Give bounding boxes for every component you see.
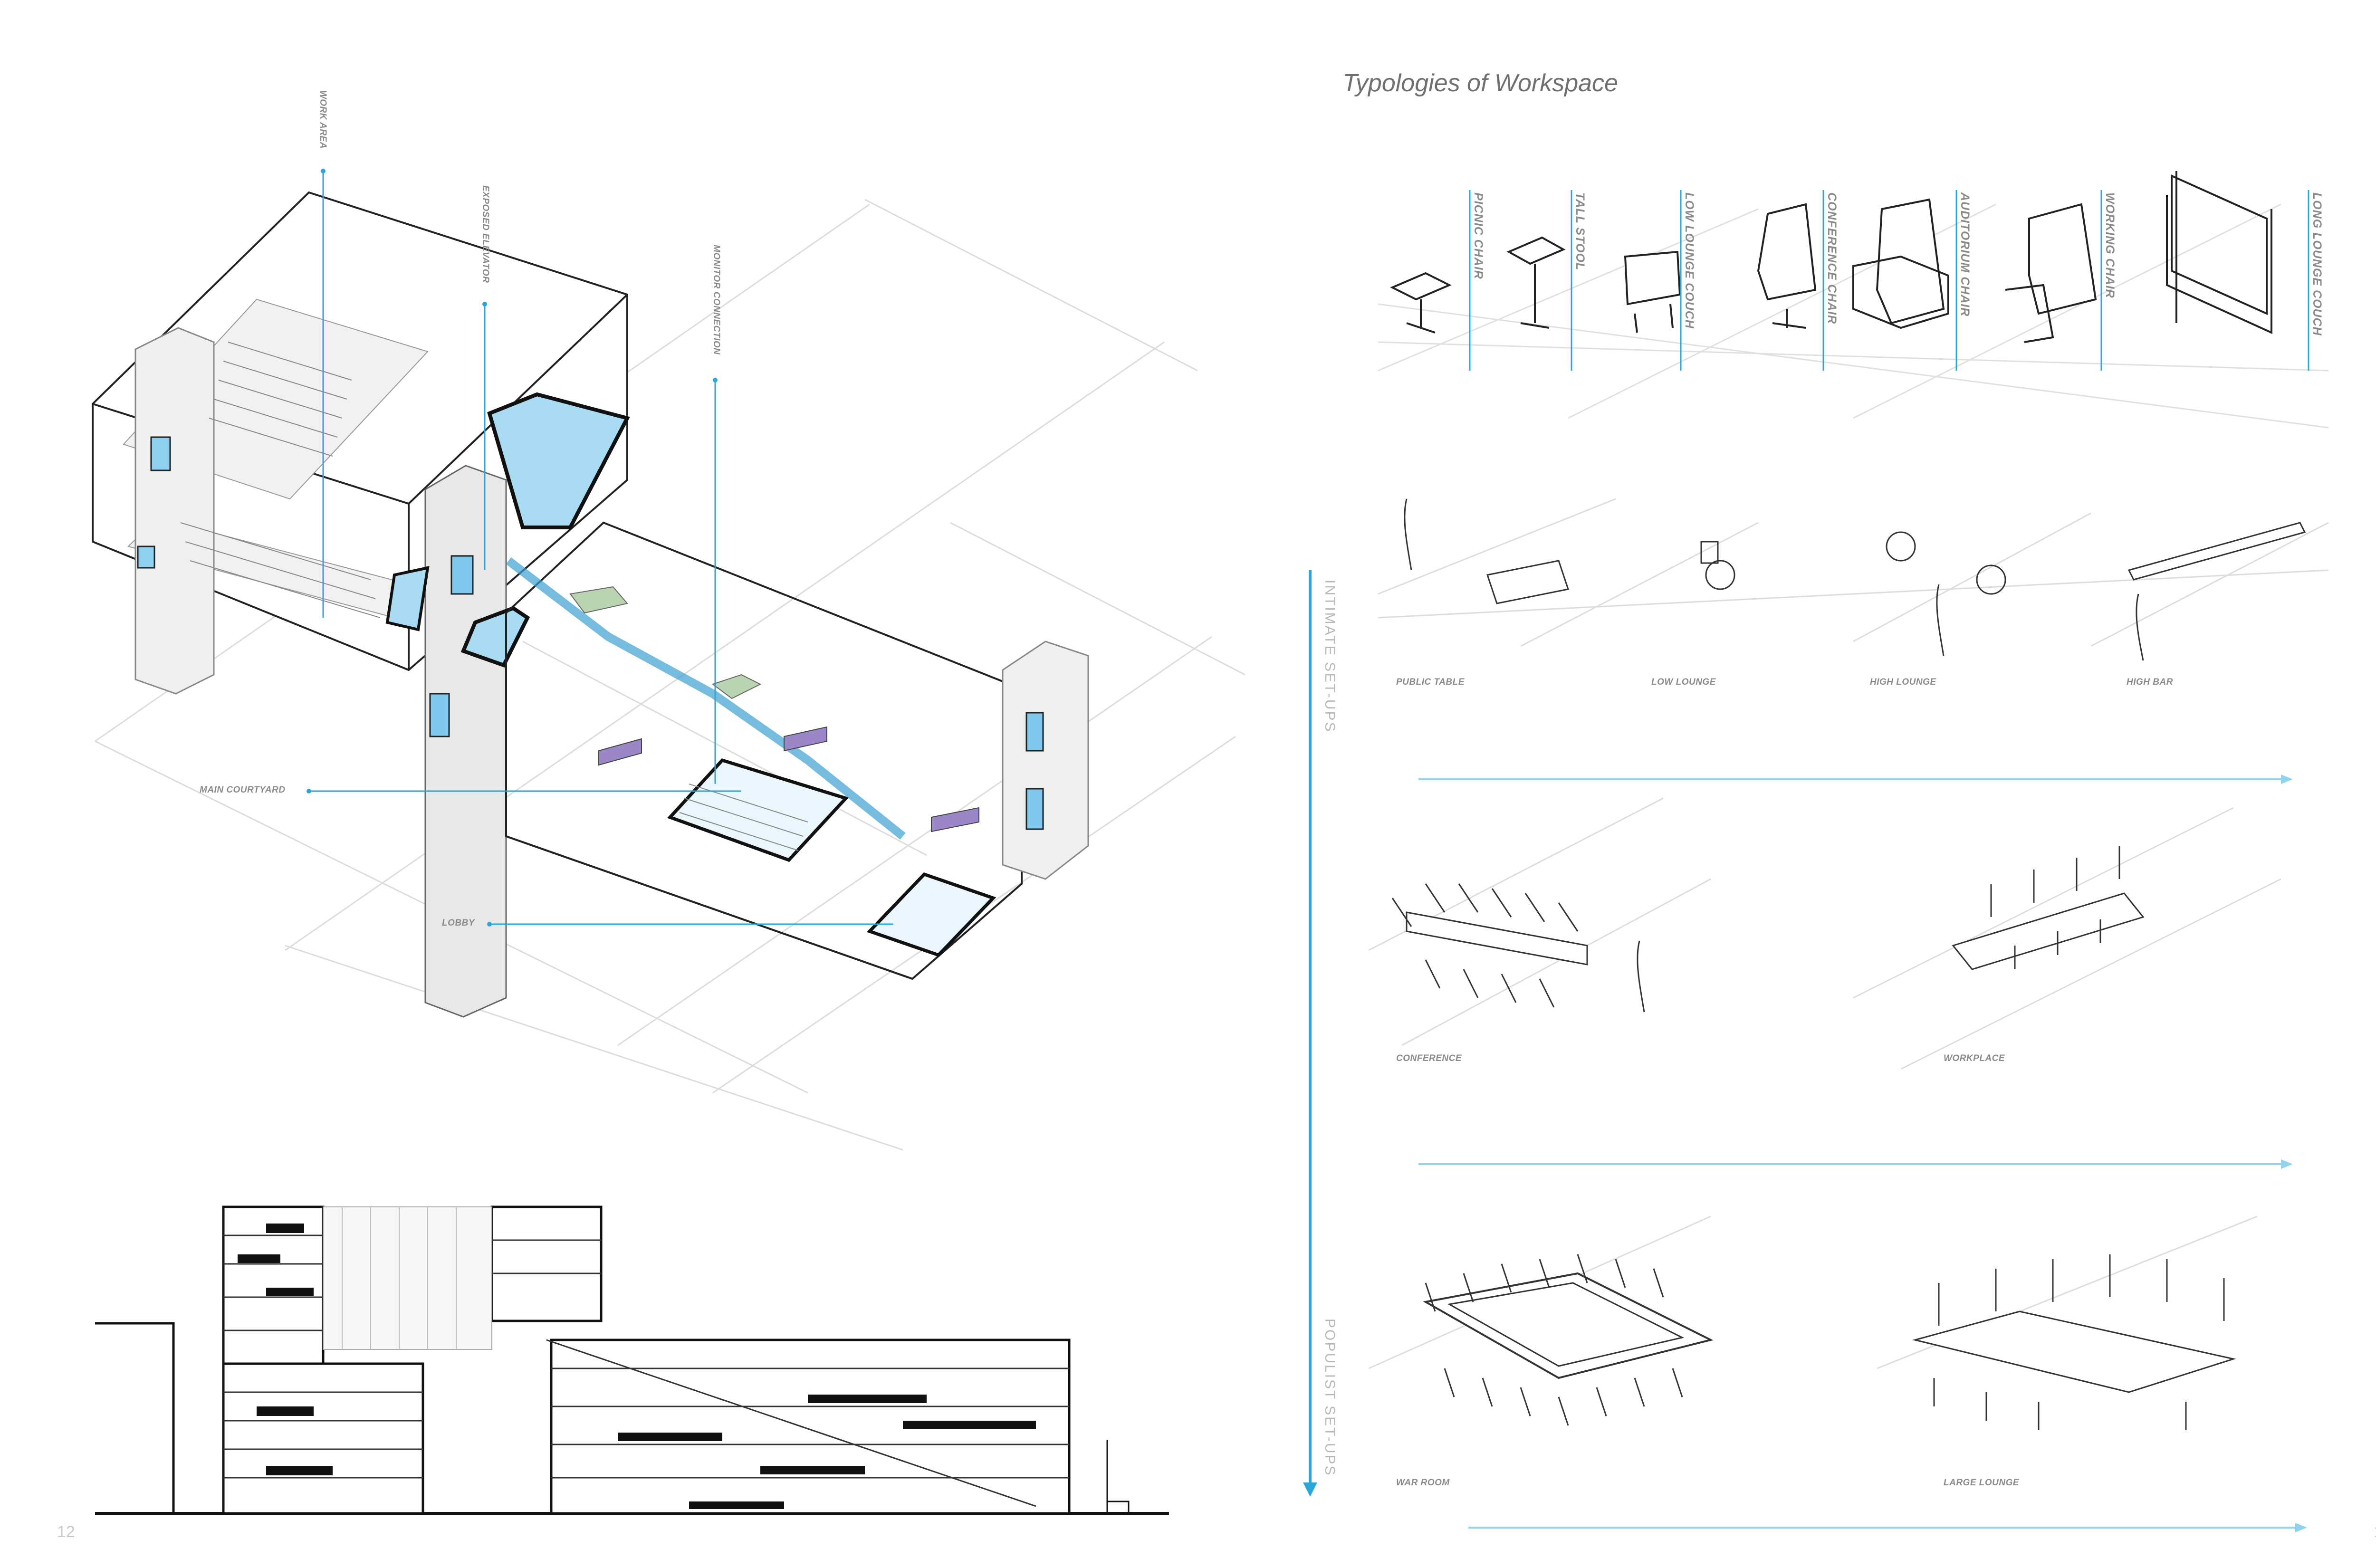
chair-label-tall-stool: TALL STOOL bbox=[1573, 192, 1587, 271]
page-number-right: 13 bbox=[2374, 1523, 2376, 1541]
setup-label-workplace: WORKPLACE bbox=[1944, 1053, 2005, 1063]
setup-axis-arrow bbox=[1303, 570, 1317, 1497]
working-chair-icon bbox=[2005, 203, 2097, 343]
page-number-left: 12 bbox=[57, 1523, 75, 1541]
conference-chair-icon bbox=[1757, 203, 1817, 329]
setup-label-high-bar: HIGH BAR bbox=[2127, 677, 2173, 687]
chair-label-picnic: PICNIC CHAIR bbox=[1472, 192, 1485, 279]
building-section bbox=[95, 1205, 1169, 1515]
label-monitor-connection: MONITOR CONNECTION bbox=[711, 245, 721, 355]
long-lounge-couch-icon bbox=[2166, 171, 2272, 335]
setup-label-public-table: PUBLIC TABLE bbox=[1396, 677, 1465, 687]
low-lounge-couch-icon bbox=[1624, 250, 1681, 333]
setup-label-low-lounge: LOW LOUNGE bbox=[1651, 677, 1716, 687]
label-exposed-elevator: EXPOSED ELEVATOR bbox=[480, 185, 490, 283]
chair-label-conference: CONFERENCE CHAIR bbox=[1825, 192, 1839, 325]
interior-furniture-texture bbox=[180, 342, 808, 851]
setups-row3-drawings bbox=[1368, 1215, 2258, 1430]
chair-label-working: WORKING CHAIR bbox=[2103, 192, 2117, 298]
picnic-chair-icon bbox=[1390, 272, 1452, 334]
setup-label-high-lounge: HIGH LOUNGE bbox=[1870, 677, 1936, 687]
label-main-courtyard: MAIN COURTYARD bbox=[200, 785, 286, 795]
progression-arrowheads bbox=[2281, 774, 2307, 1532]
axis-label-intimate: INTIMATE SET-UPS bbox=[1322, 580, 1338, 733]
callout-lines bbox=[309, 171, 893, 925]
auditorium-chair-icon bbox=[1852, 198, 1949, 329]
chair-grid bbox=[1378, 203, 2329, 429]
setup-label-large-lounge: LARGE LOUNGE bbox=[1944, 1478, 2020, 1488]
setups-row1-drawings bbox=[1378, 498, 2329, 661]
callout-dots bbox=[307, 169, 718, 927]
chair-icons bbox=[1390, 171, 2272, 343]
setups-row2-drawings bbox=[1368, 797, 2281, 1070]
chair-label-long-lounge-couch: LONG LOUNGE COUCH bbox=[2310, 192, 2324, 336]
chair-label-low-lounge-couch: LOW LOUNGE COUCH bbox=[1683, 192, 1696, 329]
progression-arrows bbox=[1418, 778, 2295, 1529]
axis-label-populist: POPULIST SET-UPS bbox=[1322, 1319, 1338, 1477]
label-work-area: WORK AREA bbox=[318, 90, 328, 149]
section-people bbox=[238, 1224, 1036, 1509]
chair-label-auditorium: AUDITORIUM CHAIR bbox=[1958, 192, 1972, 317]
page-title: Typologies of Workspace bbox=[1342, 69, 1618, 97]
chair-label-lines bbox=[1469, 190, 2309, 371]
axonometric-building bbox=[92, 191, 1089, 1018]
setup-label-war-room: WAR ROOM bbox=[1396, 1478, 1450, 1488]
setup-label-conference: CONFERENCE bbox=[1396, 1053, 1462, 1063]
label-lobby: LOBBY bbox=[442, 918, 475, 928]
tall-stool-icon bbox=[1506, 236, 1566, 329]
